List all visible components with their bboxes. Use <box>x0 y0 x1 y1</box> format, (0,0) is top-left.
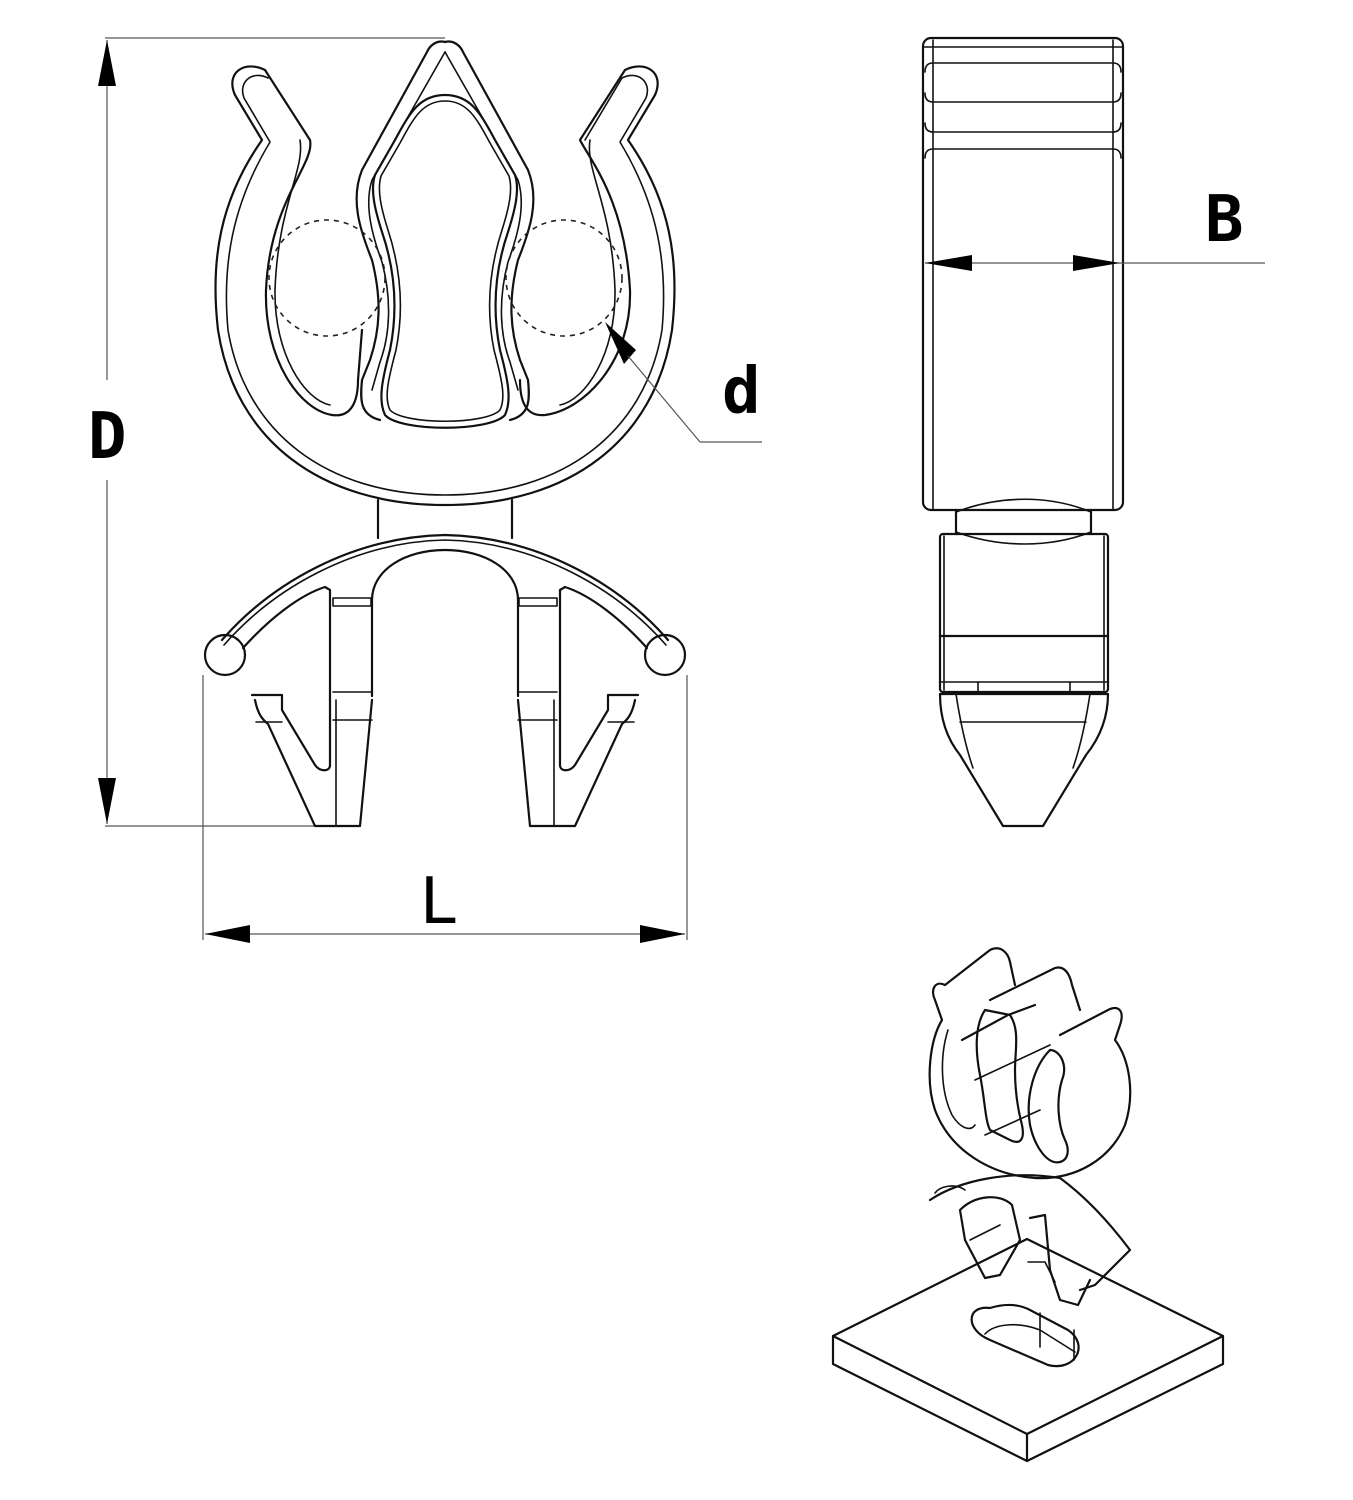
arrow-left-icon <box>205 925 250 943</box>
front-view <box>98 37 762 943</box>
isometric-view <box>831 947 1225 1463</box>
arrow-right-icon <box>640 925 685 943</box>
clip-neck <box>376 498 514 540</box>
arrow-right-icon <box>1073 255 1120 271</box>
side-view <box>921 36 1265 828</box>
cable-circle-left <box>268 219 386 337</box>
dimension-label-b: B <box>1205 183 1244 257</box>
arrow-down-icon <box>98 778 116 824</box>
dimension-label-d-small: d <box>722 355 761 429</box>
arrow-up-icon <box>98 40 116 86</box>
cable-circle-right <box>505 219 623 337</box>
clip-base <box>203 533 687 828</box>
dimension-label-d: D <box>88 400 127 474</box>
dimension-d-line <box>98 37 445 827</box>
clip-ring <box>214 40 676 507</box>
dimension-d-small-leader <box>605 322 762 443</box>
dimension-l-line <box>202 675 688 943</box>
dimension-label-l: L <box>420 865 456 939</box>
arrow-left-icon <box>925 255 972 271</box>
